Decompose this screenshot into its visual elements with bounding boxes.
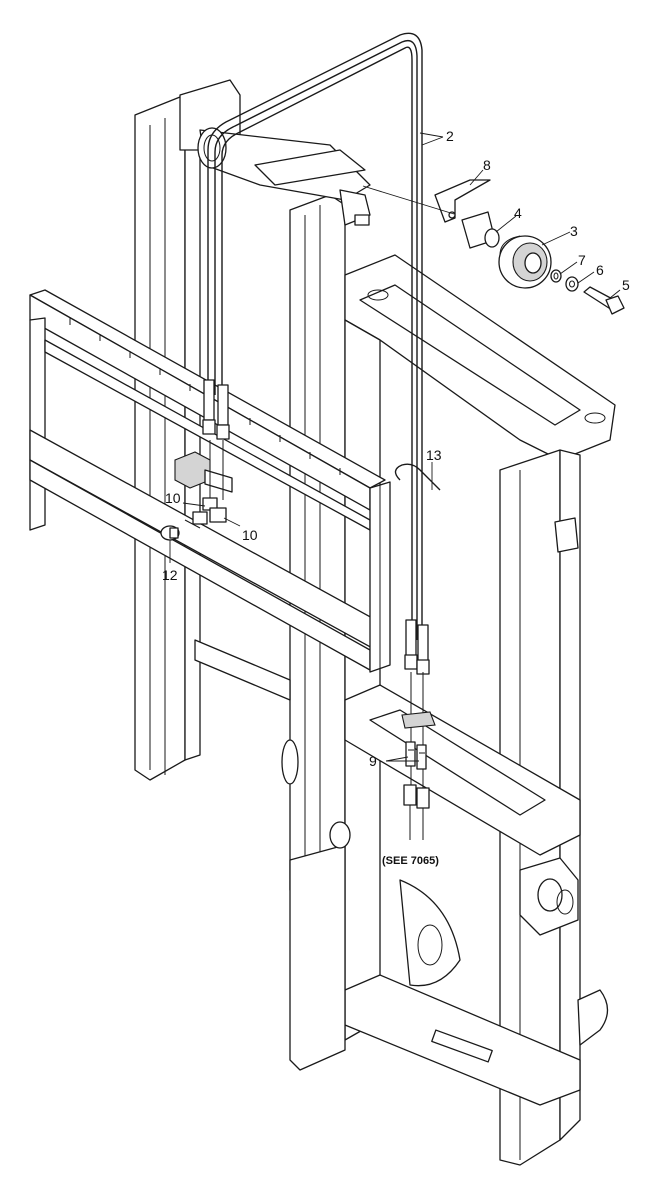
crosshead-sheave xyxy=(197,127,371,226)
callout-4: 4 xyxy=(514,205,522,221)
connector-part-9 xyxy=(403,741,430,840)
callout-10-upper: 10 xyxy=(165,490,181,506)
tee-fitting-part-10 xyxy=(184,497,227,529)
bolt-part-5 xyxy=(583,286,625,315)
callout-9: 9 xyxy=(369,753,377,769)
clip-part-13 xyxy=(394,463,441,491)
callout-12: 12 xyxy=(162,567,178,583)
inner-mast-rail xyxy=(289,194,346,901)
shaft-part-4 xyxy=(461,211,500,249)
washer-part-6 xyxy=(565,276,579,292)
callout-8: 8 xyxy=(483,157,491,173)
hose-fittings-lower xyxy=(401,619,436,790)
callout-7: 7 xyxy=(578,252,586,268)
callout-2: 2 xyxy=(446,128,454,144)
hose-fittings-upper xyxy=(202,379,230,500)
callout-5: 5 xyxy=(622,277,630,293)
callout-3: 3 xyxy=(570,223,578,239)
hydraulic-hose-pair xyxy=(207,32,423,640)
callout-10-lower: 10 xyxy=(242,527,258,543)
plug-part-12 xyxy=(160,525,180,541)
washer-part-7 xyxy=(550,269,562,283)
pulley-part-3 xyxy=(498,235,552,289)
see-reference-note: (SEE 7065) xyxy=(382,855,439,867)
leader-lines xyxy=(169,132,621,762)
callout-6: 6 xyxy=(596,262,604,278)
hose-clamp-upper xyxy=(174,451,233,493)
lower-inner-structure xyxy=(194,639,351,1071)
outer-mast-frame xyxy=(344,254,616,1166)
callout-13: 13 xyxy=(426,447,442,463)
bracket-part-8 xyxy=(434,179,491,223)
